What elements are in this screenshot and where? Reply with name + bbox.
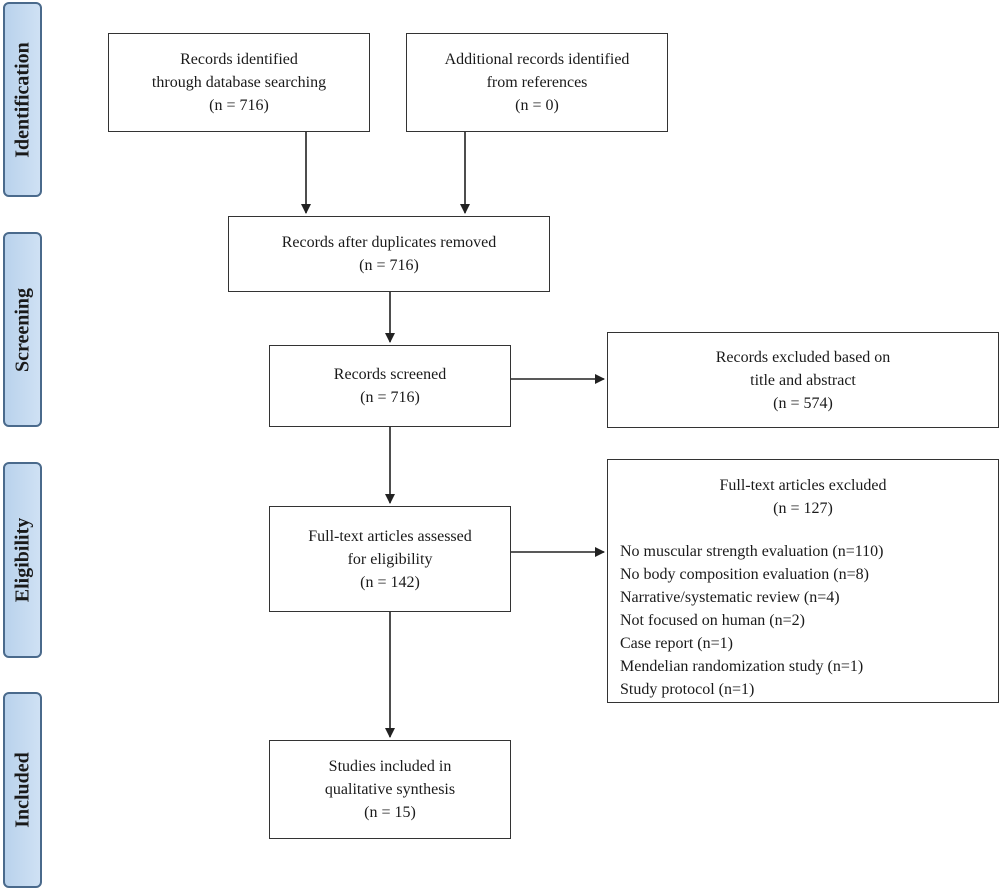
- box-included-line-2: qualitative synthesis: [324, 781, 456, 798]
- box-excluded-title-count: (n = 574): [773, 394, 833, 412]
- box-screened-line-1: Records screened: [333, 366, 447, 383]
- box-additional-records: Additional records identified from refer…: [406, 33, 668, 132]
- box-included-count: (n = 15): [364, 804, 416, 821]
- exclusion-reason: Not focused on human (n=2): [620, 612, 805, 629]
- box-additional-line-2: from references: [486, 74, 588, 91]
- box-database-records: Records identified through database sear…: [108, 33, 370, 132]
- box-duplicates-count: (n = 716): [359, 257, 419, 274]
- phase-included: Included: [3, 692, 42, 888]
- box-fulltext-assessed: Full-text articles assessed for eligibil…: [269, 506, 511, 612]
- box-screened-count: (n = 716): [360, 389, 420, 406]
- exclusion-reason: Narrative/systematic review (n=4): [620, 589, 840, 606]
- exclusion-reason: Study protocol (n=1): [620, 681, 755, 698]
- box-excluded-title-line-1: Records excluded based on: [715, 348, 891, 366]
- exclusion-reason: Mendelian randomization study (n=1): [620, 658, 864, 675]
- box-duplicates-line-1: Records after duplicates removed: [281, 234, 497, 251]
- box-fulltext-excluded-count: (n = 127): [773, 500, 833, 517]
- phase-identification: Identification: [3, 2, 42, 197]
- box-duplicates-removed: Records after duplicates removed (n = 71…: [228, 216, 550, 292]
- box-database-count: (n = 716): [209, 97, 269, 114]
- box-fulltext-count: (n = 142): [360, 573, 420, 591]
- box-fulltext-line-2: for eligibility: [347, 550, 433, 568]
- box-additional-line-1: Additional records identified: [444, 51, 630, 68]
- box-records-excluded-title: Records excluded based on title and abst…: [607, 332, 999, 428]
- box-additional-count: (n = 0): [515, 97, 559, 114]
- box-fulltext-line-1: Full-text articles assessed: [308, 527, 472, 545]
- exclusion-reason: No muscular strength evaluation (n=110): [620, 543, 884, 560]
- box-records-screened: Records screened (n = 716): [269, 345, 511, 427]
- exclusion-reasons-list: No muscular strength evaluation (n=110) …: [608, 540, 883, 701]
- box-excluded-title-line-2: title and abstract: [750, 371, 856, 389]
- exclusion-reason: Case report (n=1): [620, 635, 733, 652]
- box-included-line-1: Studies included in: [328, 758, 452, 775]
- exclusion-reason: No body composition evaluation (n=8): [620, 566, 869, 583]
- box-database-line-2: through database searching: [151, 74, 327, 91]
- box-fulltext-excluded: Full-text articles excluded (n = 127) No…: [607, 459, 999, 703]
- box-studies-included: Studies included in qualitative synthesi…: [269, 740, 511, 839]
- box-fulltext-excluded-title: Full-text articles excluded: [719, 477, 887, 494]
- phase-screening: Screening: [3, 232, 42, 427]
- box-database-line-1: Records identified: [180, 51, 298, 68]
- phase-eligibility: Eligibility: [3, 462, 42, 658]
